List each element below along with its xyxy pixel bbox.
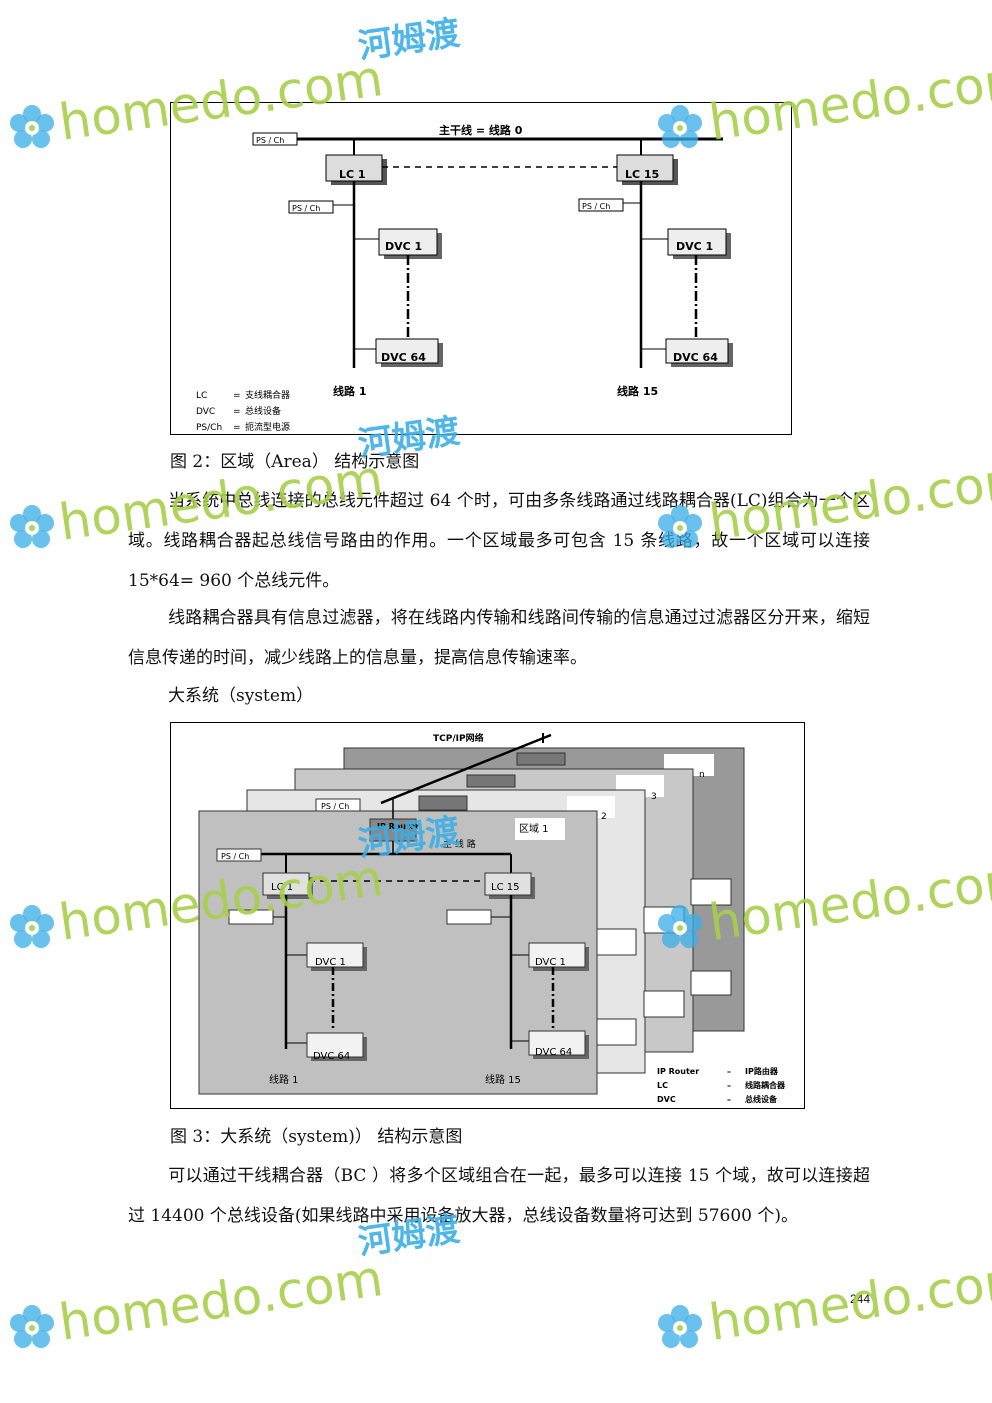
fig3-dvc64-label-line15: DVC 64: [535, 1047, 572, 1058]
svg-text:支线耦合器: 支线耦合器: [245, 389, 290, 401]
dvc64-label-line1: DVC 64: [381, 351, 426, 364]
lc15-label: LC 15: [625, 168, 659, 181]
svg-text:=: =: [233, 407, 241, 417]
dvc64-box-line15: [665, 338, 729, 364]
lc15-box: [616, 154, 674, 182]
main-line-label: 主 线 路: [443, 838, 476, 850]
svg-text:线路耦合器: 线路耦合器: [745, 1080, 786, 1090]
psch-label-line1: PS / Ch: [292, 204, 320, 213]
svg-text:DVC: DVC: [657, 1095, 676, 1104]
psch-label-main: PS / Ch: [221, 852, 249, 861]
fig3-lc1-label: LC 1: [271, 882, 293, 893]
svg-text:IP Router: IP Router: [657, 1067, 699, 1076]
svg-text:扼流型电源: 扼流型电源: [245, 421, 290, 433]
svg-text:–: –: [727, 1067, 731, 1076]
fig2-legend: LC = 支线耦合器 DVC = 总线设备 PS/Ch = 扼流型电源: [196, 389, 290, 433]
dvc1-label-line15: DVC 1: [676, 240, 713, 253]
dvc64-label-line15: DVC 64: [673, 351, 718, 364]
fig3-line1-label: 线路 1: [269, 1073, 299, 1086]
trunk-label: 主干线 = 线路 0: [439, 123, 523, 137]
tcpip-label: TCP/IP网络: [433, 732, 484, 744]
svg-text:DVC: DVC: [196, 407, 215, 417]
fig3-legend: IP Router – IP路由器 LC – 线路耦合器 DVC – 总线设备: [657, 1066, 786, 1104]
line15-label: 线路 15: [617, 384, 658, 398]
lc1-label: LC 1: [339, 168, 366, 181]
line1-label: 线路 1: [333, 384, 366, 398]
svg-text:总线设备: 总线设备: [245, 405, 281, 417]
svg-text:–: –: [727, 1081, 731, 1090]
fig3-lc15-box: [484, 872, 532, 896]
paragraph-2: 线路耦合器具有信息过滤器，将在线路内传输和线路间传输的信息通过过滤器区分开来，缩…: [128, 608, 870, 668]
tcpip-line: [380, 733, 552, 805]
ip-router-label: IP Router: [377, 822, 419, 831]
svg-text:–: –: [727, 1095, 731, 1104]
svg-text:=: =: [233, 423, 241, 433]
paragraph-1: 当系统中总线连接的总线元件超过 64 个时，可由多条线路通过线路耦合器(LC)组…: [128, 491, 870, 591]
heading-system: 大系统（system）: [168, 686, 314, 706]
dvc1-label-line1: DVC 1: [385, 240, 422, 253]
fig3-dvc1-label-line1: DVC 1: [315, 957, 346, 968]
watermark-brand: homedo.com: [56, 1249, 387, 1352]
watermark-brand: homedo.com: [706, 1249, 992, 1352]
caption-figure-2: 图 2：区域（Area） 结构示意图: [170, 452, 420, 472]
svg-text:LC: LC: [196, 391, 207, 401]
psch-label: PS / Ch: [256, 136, 284, 145]
psch-box: [252, 132, 298, 146]
fig3-lc15-label: LC 15: [491, 882, 519, 893]
fig3-line15-label: 线路 15: [485, 1073, 521, 1086]
caption-figure-3: 图 3：大系统（system)） 结构示意图: [170, 1127, 463, 1147]
psch-label-line15: PS / Ch: [582, 202, 610, 211]
figure-system-structure: n 3 2 PS / Ch TCP/IP网络 区域 1: [170, 722, 805, 1109]
fig3-dvc64-label-line1: DVC 64: [313, 1051, 350, 1062]
svg-text:总线设备: 总线设备: [745, 1094, 778, 1104]
paragraph-3: 可以通过干线耦合器（BC ）将多个区域组合在一起，最多可以连接 15 个域，故可…: [128, 1166, 870, 1226]
watermark-cn: 河姆渡: [356, 13, 463, 67]
layer-2-label: 2: [601, 812, 607, 822]
layer-n-label: n: [699, 770, 705, 780]
dvc64-box-line1: [375, 338, 439, 364]
page-number: 244: [850, 1292, 871, 1306]
lc1-box: [325, 154, 383, 182]
svg-text:LC: LC: [657, 1081, 668, 1090]
figure-area-structure: 主干线 = 线路 0 PS / Ch LC 1 LC 15 PS / Ch PS…: [170, 102, 792, 435]
system-diagram: n 3 2 PS / Ch TCP/IP网络 区域 1: [198, 732, 786, 1104]
area-diagram: 主干线 = 线路 0 PS / Ch LC 1 LC 15 PS / Ch PS…: [196, 123, 733, 433]
layer-3-label: 3: [651, 792, 657, 802]
svg-text:=: =: [233, 391, 241, 401]
svg-text:PS/Ch: PS/Ch: [196, 423, 222, 433]
fig3-dvc1-label-line15: DVC 1: [535, 957, 566, 968]
area-1-label: 区域 1: [519, 822, 549, 835]
svg-text:IP路由器: IP路由器: [745, 1066, 779, 1076]
psch-label-layer2: PS / Ch: [321, 802, 349, 811]
